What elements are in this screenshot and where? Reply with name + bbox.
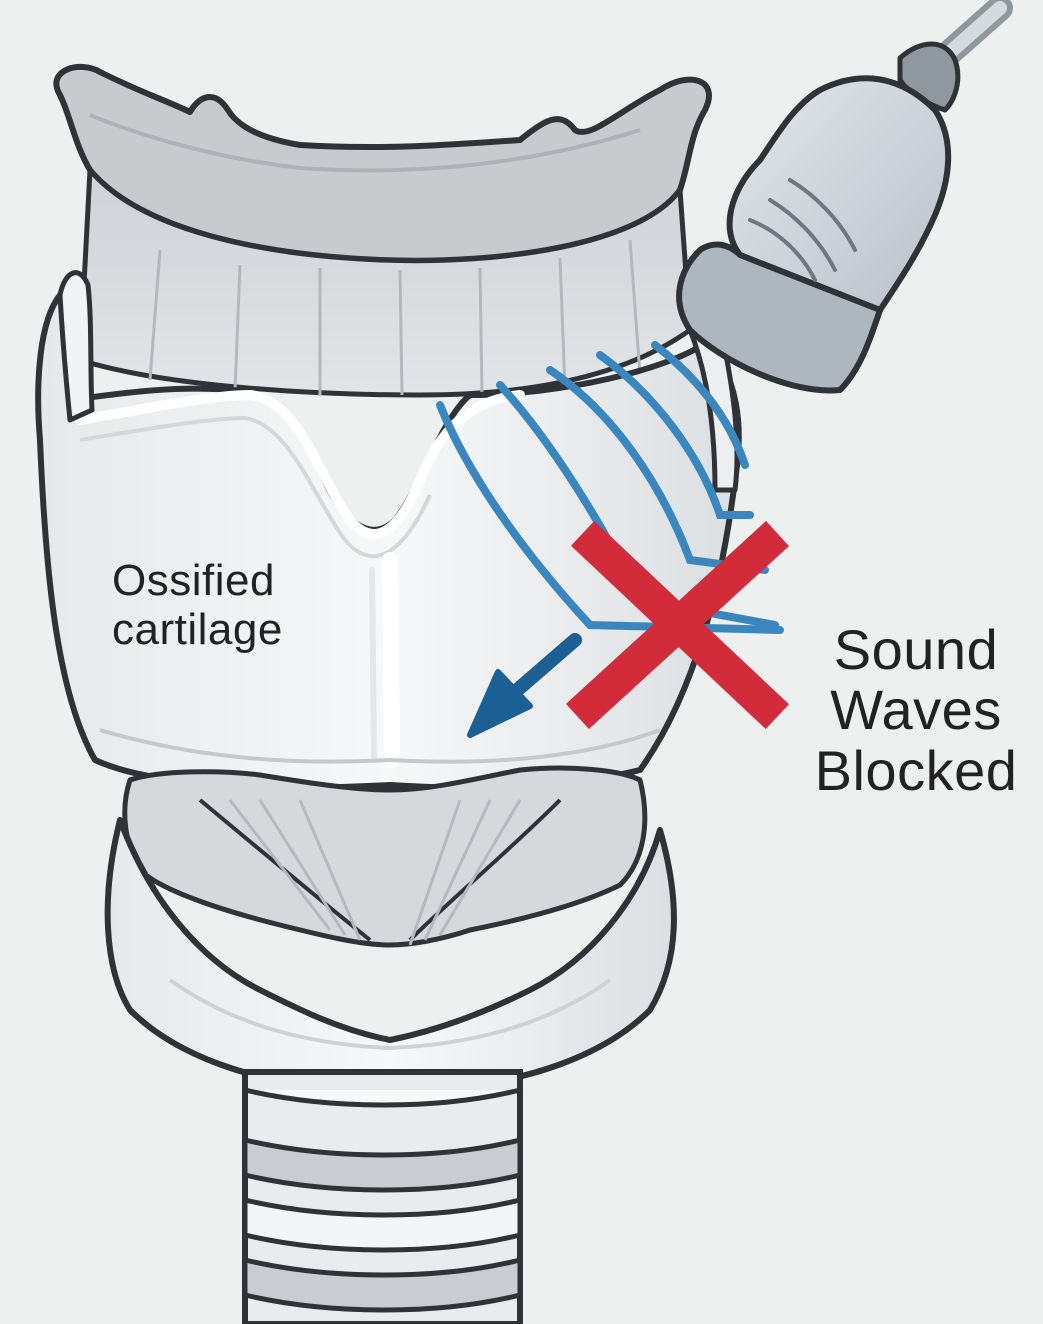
ossified-label-line1: Ossified [112, 556, 283, 605]
trachea [245, 1072, 520, 1324]
sound-label-line3: Blocked [796, 741, 1036, 801]
ossified-cartilage-label: Ossified cartilage [112, 556, 283, 655]
ultrasound-probe [679, 44, 958, 390]
sound-waves-blocked-label: Sound Waves Blocked [796, 620, 1036, 801]
ossified-label-line2: cartilage [112, 605, 283, 654]
cricothyroid-membrane [125, 768, 645, 945]
sound-label-line2: Waves [796, 680, 1036, 740]
sound-label-line1: Sound [796, 620, 1036, 680]
